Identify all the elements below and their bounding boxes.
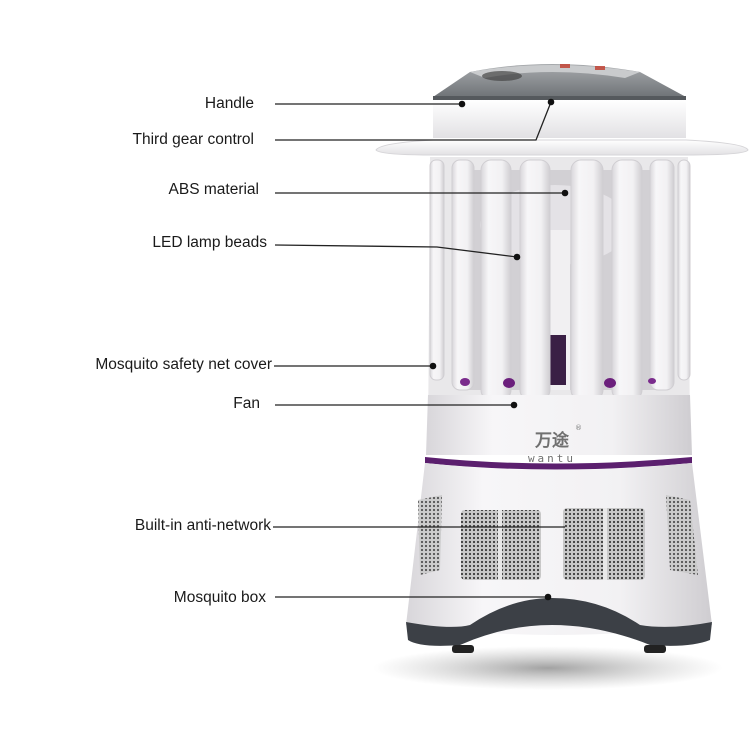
- label-built-in-anti-network: Built-in anti-network: [134, 517, 271, 534]
- label-mosquito-box: Mosquito box: [173, 589, 266, 606]
- svg-text:万途: 万途: [534, 430, 570, 451]
- handle-ring: [433, 100, 686, 138]
- control-cap: [433, 64, 686, 100]
- label-third-gear-control: Third gear control: [132, 131, 254, 148]
- label-abs-material: ABS material: [168, 181, 259, 198]
- label-fan: Fan: [233, 395, 260, 412]
- floor-shadow: [373, 646, 723, 690]
- purple-stripe: [425, 457, 692, 470]
- callout-dots: [429, 98, 569, 601]
- svg-text:®: ®: [575, 424, 582, 432]
- brand-logo: 万途 ® wantu: [528, 424, 582, 465]
- label-mosquito-safety-net-cover: Mosquito safety net cover: [95, 356, 272, 373]
- label-handle: Handle: [204, 95, 254, 112]
- base-foot: [406, 598, 712, 646]
- brim: [375, 139, 749, 156]
- cage-body: [426, 157, 692, 455]
- label-led-lamp-beads: LED lamp beads: [152, 234, 267, 251]
- leader-lines: [273, 101, 565, 598]
- base-housing: [406, 463, 712, 653]
- svg-text:wantu: wantu: [528, 452, 576, 465]
